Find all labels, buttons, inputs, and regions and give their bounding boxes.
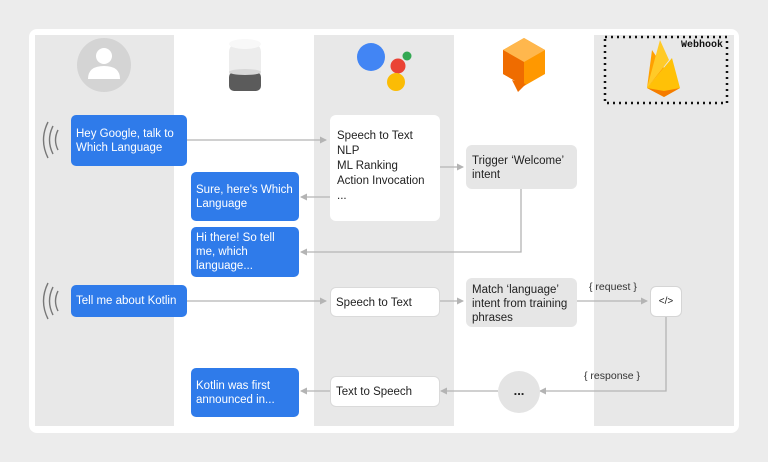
text-to-speech-box: Text to Speech	[330, 376, 440, 407]
lane-webhook	[594, 35, 734, 426]
match-language-box: Match ‘language’ intent from training ph…	[466, 278, 577, 327]
google-home-speaker-icon	[229, 39, 261, 91]
webhook-label: Webhook	[681, 40, 724, 51]
sound-waves-icon	[42, 121, 59, 159]
processing-step: ML Ranking	[337, 160, 398, 172]
user-question-bubble: Tell me about Kotlin	[71, 285, 187, 317]
arrow-webhook-response	[539, 317, 667, 395]
code-brackets-icon: </>	[650, 286, 682, 317]
google-assistant-icon	[357, 43, 412, 91]
user-avatar-icon	[77, 38, 131, 92]
arrow-welcome-to-response	[300, 189, 522, 256]
speech-to-text-box: Speech to Text	[330, 287, 440, 317]
fulfillment-dots: ...	[498, 371, 540, 413]
webhook-frame	[603, 35, 729, 105]
assistant-processing-box: Speech to Text NLP ML Ranking Action Inv…	[330, 115, 440, 221]
processing-step: NLP	[337, 145, 360, 157]
processing-step: Action Invocation	[337, 175, 425, 187]
user-invocation-bubble: Hey Google, talk to Which Language	[71, 115, 187, 166]
response-label: { response }	[584, 370, 641, 382]
request-label: { request }	[589, 281, 637, 293]
lane-dialogflow	[454, 35, 594, 426]
dialogflow-icon	[503, 38, 545, 92]
processing-step: ...	[337, 190, 347, 202]
processing-step: Speech to Text	[337, 130, 413, 142]
sound-waves-icon	[42, 282, 59, 320]
lane-user	[35, 35, 174, 426]
final-answer-bubble: Kotlin was first announced in...	[191, 368, 299, 417]
lane-assistant	[314, 35, 454, 426]
firebase-icon	[647, 40, 680, 97]
trigger-welcome-box: Trigger ‘Welcome’ intent	[466, 145, 577, 189]
assistant-intro-bubble: Sure, here's Which Language	[191, 172, 299, 221]
processing-step-list: Speech to Text NLP ML Ranking Action Inv…	[337, 129, 434, 204]
welcome-response-bubble: Hi there! So tell me, which language...	[191, 227, 299, 277]
